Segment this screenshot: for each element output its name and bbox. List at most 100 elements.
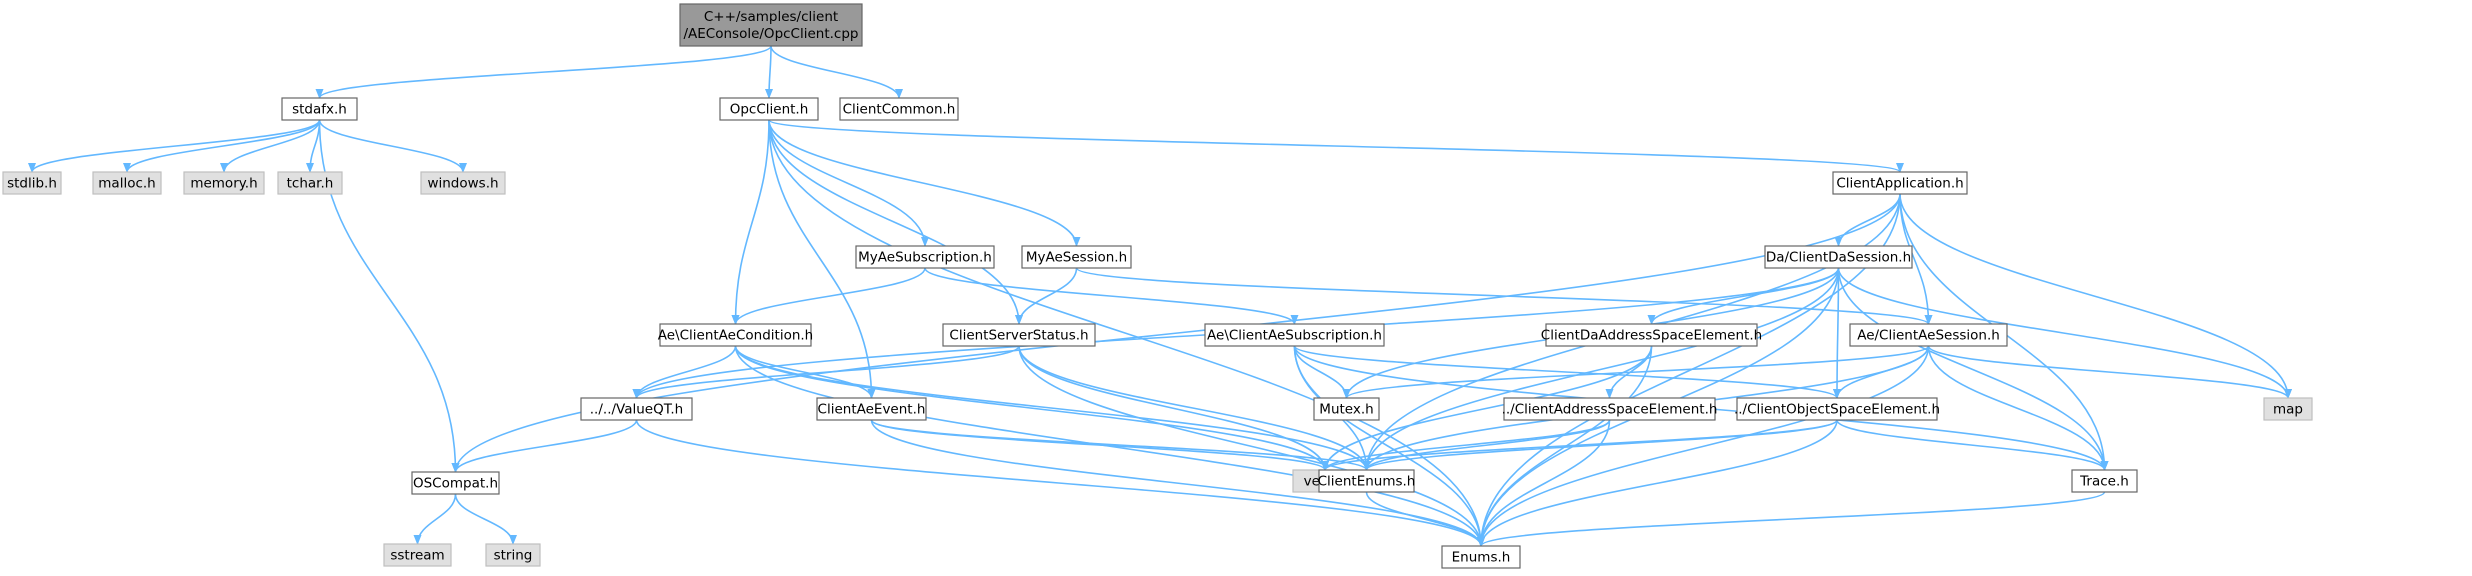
node-stdafx[interactable]: stdafx.h [281,97,358,121]
edge-opcclient-to-clientapplication [768,119,1904,173]
node-myaesubscription[interactable]: MyAeSubscription.h [855,245,995,269]
edge-opcclient-to-myaesession [768,119,1081,247]
nodes-layer: C++/samples/client/AEConsole/OpcClient.c… [2,3,2313,569]
node-box-oscompat [411,471,500,495]
node-label-stdlib: stdlib.h [7,176,57,192]
node-trace[interactable]: Trace.h [2071,469,2138,493]
edge-clientobjectspaceelement-to-trace [1836,419,2109,471]
node-label-myaesubscription: MyAeSubscription.h [858,250,992,266]
edge-clientaddressspaceelement-to-vector [1321,419,1611,471]
node-box-myaesession [1021,245,1132,269]
node-label-sstream: sstream [390,548,444,564]
node-label-clientapplication: ClientApplication.h [1836,176,1963,192]
node-clientapplication[interactable]: ClientApplication.h [1832,171,1968,195]
edge-daclientdasession-to-clientenums [1362,267,1840,471]
node-box-aeclientaesession [1849,323,2008,347]
node-clientenums[interactable]: ClientEnums.h [1318,469,1416,493]
edge-trace-to-enums [1477,491,2106,547]
edge-clientserverstatus-to-clientenums [1018,345,1371,471]
edge-opcclient-to-enums [768,119,1485,547]
node-clientserverstatus[interactable]: ClientServerStatus.h [942,323,1096,347]
edge-daclientdasession-to-map [1837,267,2292,399]
node-label-stdafx: stdafx.h [292,102,347,118]
node-clientdaaddressspaceelement[interactable]: ClientDaAddressSpaceElement.h [1541,323,1762,347]
node-box-sstream [383,543,452,567]
edge-aeclientaesubscription-to-clientobjectspaceelement [1293,345,1841,399]
node-label-clientaddressspaceelement: ../ClientAddressSpaceElement.h [1502,402,1718,418]
node-daclientdasession[interactable]: Da/ClientDaSession.h [1764,245,1913,269]
node-box-malloc [92,171,162,195]
node-box-stdafx [281,97,358,121]
node-root[interactable]: C++/samples/client/AEConsole/OpcClient.c… [679,3,863,47]
node-label-clientserverstatus: ClientServerStatus.h [949,328,1088,344]
node-label-tchar: tchar.h [287,176,334,192]
edge-root-to-stdafx [315,45,772,99]
node-map: map [2263,397,2313,421]
node-label-mutex: Mutex.h [1319,402,1373,418]
node-box-windows [420,171,506,195]
edge-myaesubscription-to-aeclientaesubscription [924,267,1299,325]
edge-aeclientaesession-to-map [1927,345,2292,399]
node-box-aeclientaecondition [659,323,812,347]
node-sstream: sstream [383,543,452,567]
node-windows: windows.h [420,171,506,195]
node-string: string [485,543,541,567]
edge-clientaeevent-to-clientenums [870,419,1371,471]
node-label-trace: Trace.h [2079,474,2129,490]
edge-valueqt-to-oscompat [451,419,638,473]
node-clientobjectspaceelement[interactable]: ../ClientObjectSpaceElement.h [1734,397,1940,421]
node-box-clientcommon [839,97,959,121]
edge-daclientdasession-to-trace [1837,267,2109,471]
edge-clientaddressspaceelement-to-enums [1477,419,1611,547]
edge-oscompat-to-string [454,493,517,545]
edge-daclientdasession-to-clientdaaddressspaceelement [1647,267,1840,325]
node-clientaddressspaceelement[interactable]: ../ClientAddressSpaceElement.h [1502,397,1718,421]
edge-root-to-clientcommon [770,45,903,99]
node-box-opcclient [719,97,819,121]
node-clientcommon[interactable]: ClientCommon.h [839,97,959,121]
node-oscompat[interactable]: OSCompat.h [411,471,500,495]
node-myaesession[interactable]: MyAeSession.h [1021,245,1132,269]
edge-clientenums-to-enums [1365,491,1485,547]
node-mutex[interactable]: Mutex.h [1313,397,1380,421]
node-valueqt[interactable]: ../../ValueQT.h [580,397,693,421]
node-label-clientenums: ClientEnums.h [1318,474,1416,490]
node-label-root-2: /AEConsole/OpcClient.cpp [683,26,858,42]
edge-myaesession-to-clientserverstatus [1015,267,1078,325]
node-box-clientenums [1318,469,1415,493]
edge-aeclientaesession-to-trace [1927,345,2109,471]
edge-aeclientaesession-to-enums [1477,345,1930,547]
node-box-root [679,3,863,47]
node-enums[interactable]: Enums.h [1441,545,1521,569]
node-malloc: malloc.h [92,171,162,195]
node-label-memory: memory.h [190,176,257,192]
node-clientaeevent[interactable]: ClientAeEvent.h [816,397,927,421]
node-aeclientaesession[interactable]: Ae/ClientAeSession.h [1849,323,2008,347]
node-label-clientaeevent: ClientAeEvent.h [818,402,926,418]
edge-clientaeevent-to-vector [870,419,1329,471]
node-label-valueqt: ../../ValueQT.h [590,402,683,418]
node-label-aeclientaecondition: Ae\ClientAeCondition.h [658,328,814,344]
edge-root-to-opcclient [765,45,774,99]
edge-myaesession-to-aeclientaesession [1075,267,1933,325]
edge-clientserverstatus-to-valueqt [632,345,1020,399]
node-opcclient[interactable]: OpcClient.h [719,97,819,121]
node-box-aeclientaesubscription [1204,323,1385,347]
edge-stdafx-to-stdlib [28,119,321,173]
node-box-clientobjectspaceelement [1736,397,1938,421]
node-label-windows: windows.h [427,176,498,192]
node-label-map: map [2273,402,2303,418]
edge-myaesubscription-to-aeclientaecondition [731,267,926,325]
node-box-string [485,543,541,567]
edge-oscompat-to-sstream [413,493,457,545]
node-aeclientaecondition[interactable]: Ae\ClientAeCondition.h [658,323,814,347]
node-label-aeclientaesubscription: Ae\ClientAeSubscription.h [1207,328,1382,344]
node-label-opcclient: OpcClient.h [730,102,809,118]
node-label-enums: Enums.h [1452,550,1511,566]
node-aeclientaesubscription[interactable]: Ae\ClientAeSubscription.h [1204,323,1385,347]
edge-aeclientaesubscription-to-enums [1293,345,1485,547]
edge-valueqt-to-enums [635,419,1485,547]
node-box-clientserverstatus [942,323,1096,347]
